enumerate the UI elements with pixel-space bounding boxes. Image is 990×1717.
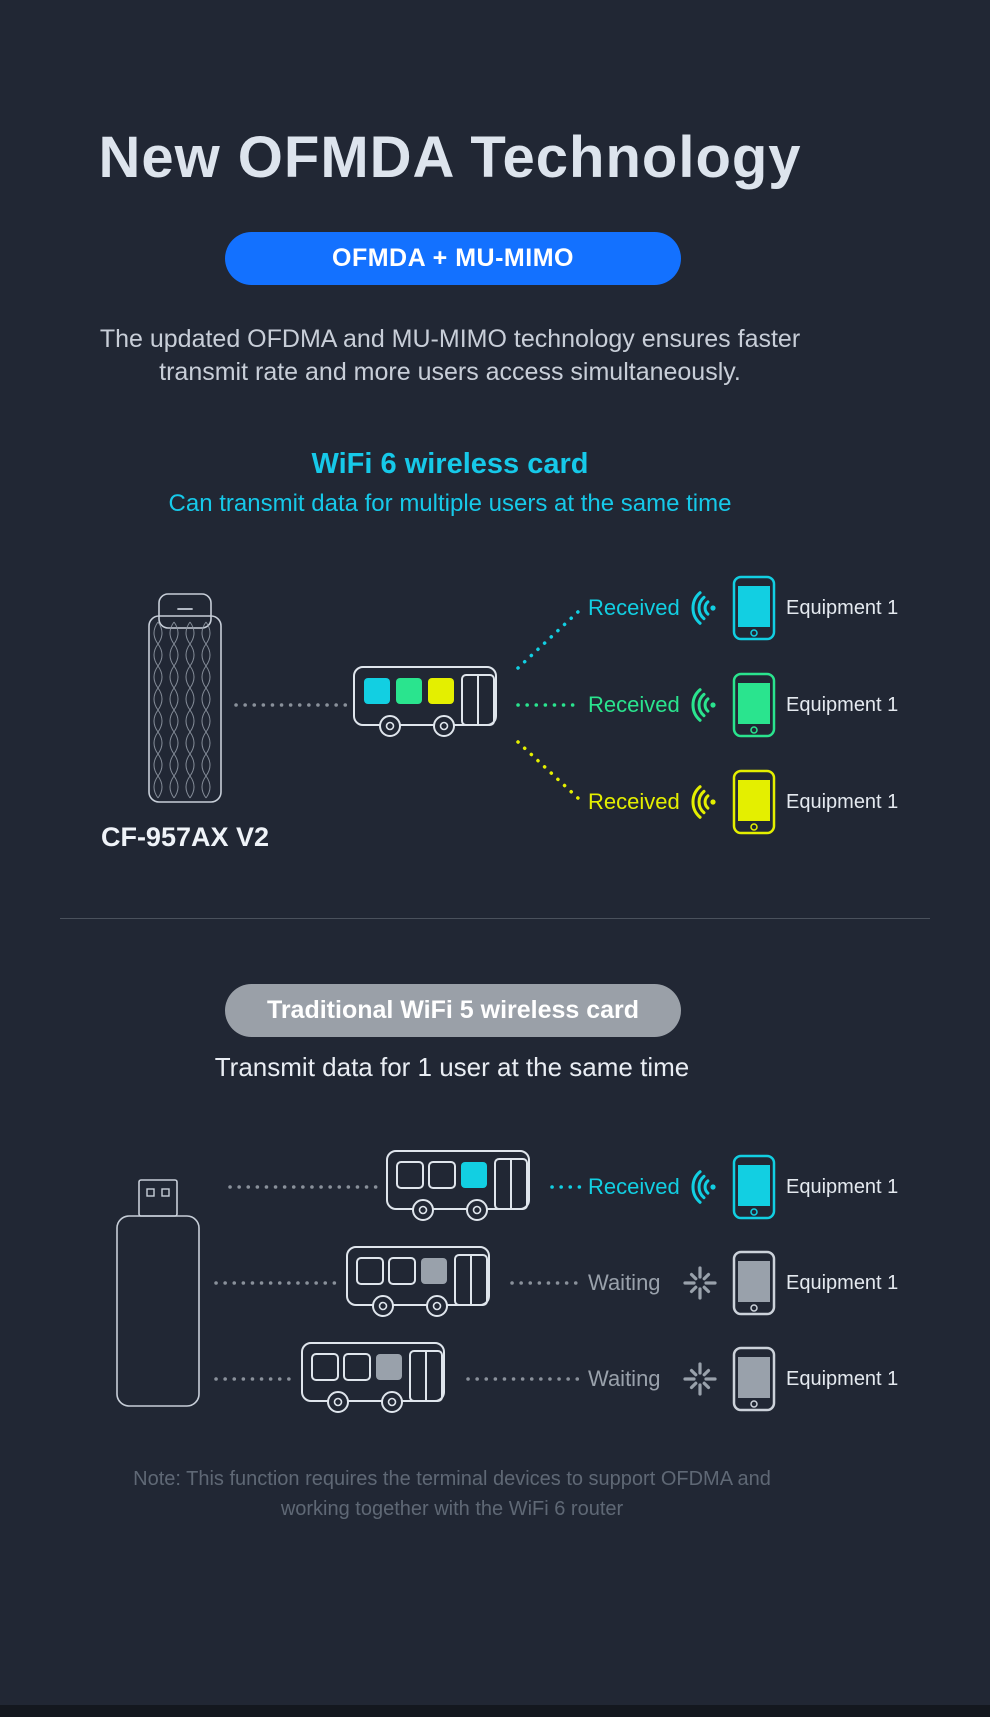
- equipment-label: Equipment 1: [786, 596, 899, 619]
- wifi5-bus-icon-3: [301, 1342, 445, 1413]
- wifi6-bus-icon: [353, 666, 497, 737]
- ofdma-mu-mimo-badge: OFMDA + MU-MIMO: [225, 232, 681, 285]
- wifi6-equipment-row-1: Received Equipment 1: [588, 575, 983, 641]
- status-label: Received: [588, 595, 680, 620]
- wifi5-badge-label: Traditional WiFi 5 wireless card: [266, 996, 640, 1024]
- intro-description-line2: transmit rate and more users access simu…: [159, 358, 741, 386]
- wifi-signal-icon: [691, 785, 716, 819]
- wifi5-usb-adapter-icon: [116, 1179, 200, 1407]
- wifi6-heading: WiFi 6 wireless card: [311, 448, 589, 480]
- adapter-model-label: CF-957AX V2: [100, 822, 270, 852]
- wifi6-connector-lines: [234, 608, 582, 802]
- status-label: Received: [588, 1174, 680, 1199]
- equipment-label: Equipment 1: [786, 1175, 899, 1198]
- bottom-edge-strip: [0, 1705, 990, 1717]
- equipment-label: Equipment 1: [786, 1271, 899, 1294]
- equipment-label: Equipment 1: [786, 1367, 899, 1390]
- wifi-signal-icon: [691, 1170, 716, 1204]
- phone-icon: [732, 1154, 776, 1220]
- status-label: Waiting: [588, 1366, 661, 1391]
- intro-description: The updated OFDMA and MU-MIMO technology…: [45, 323, 855, 389]
- wifi5-bus-icon-2: [346, 1246, 490, 1317]
- status-label: Received: [588, 692, 680, 717]
- wifi5-equipment-row-1: Received Equipment 1: [588, 1154, 983, 1220]
- wifi-signal-icon: [691, 688, 716, 722]
- wifi-signal-icon: [691, 591, 716, 625]
- equipment-label: Equipment 1: [786, 790, 899, 813]
- footer-note-line1: Note: This function requires the termina…: [133, 1468, 771, 1490]
- wifi6-equipment-row-2: Received Equipment 1: [588, 672, 983, 738]
- loading-spinner-icon: [683, 1362, 717, 1396]
- wifi5-connector-lines: [214, 1185, 586, 1381]
- wifi5-bus-icon-1: [386, 1150, 530, 1221]
- wifi5-equipment-row-3: Waiting Equipment 1: [588, 1346, 983, 1412]
- footer-note: Note: This function requires the termina…: [0, 1464, 904, 1524]
- status-label: Received: [588, 789, 680, 814]
- phone-icon: [732, 769, 776, 835]
- status-label: Waiting: [588, 1270, 661, 1295]
- ofdma-mu-mimo-badge-label: OFMDA + MU-MIMO: [332, 244, 574, 272]
- section-divider: [60, 918, 930, 919]
- phone-icon: [732, 575, 776, 641]
- wifi5-badge: Traditional WiFi 5 wireless card: [225, 984, 681, 1037]
- loading-spinner-icon: [683, 1266, 717, 1300]
- phone-icon: [732, 1346, 776, 1412]
- wifi6-equipment-row-3: Received Equipment 1: [588, 769, 983, 835]
- footer-note-line2: working together with the WiFi 6 router: [280, 1498, 624, 1520]
- phone-icon: [732, 1250, 776, 1316]
- wifi5-equipment-row-2: Waiting Equipment 1: [588, 1250, 983, 1316]
- intro-description-line1: The updated OFDMA and MU-MIMO technology…: [99, 325, 801, 353]
- wifi5-subheading: Transmit data for 1 user at the same tim…: [214, 1052, 690, 1082]
- equipment-label: Equipment 1: [786, 693, 899, 716]
- phone-icon: [732, 672, 776, 738]
- page-title: New OFMDA Technology: [98, 125, 802, 190]
- wifi6-subheading: Can transmit data for multiple users at …: [168, 490, 732, 517]
- wifi6-usb-adapter-icon: [148, 593, 222, 803]
